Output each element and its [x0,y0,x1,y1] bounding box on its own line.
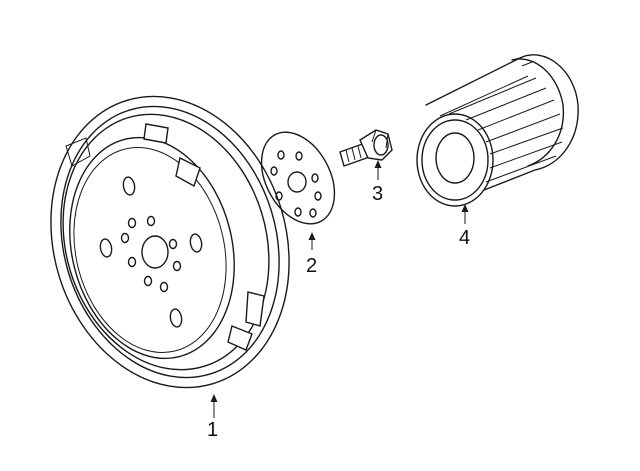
callout-2: 2 [306,255,318,277]
callout-3: 3 [372,183,384,205]
callout-1: 1 [207,419,219,441]
reinforcement-plate [260,131,336,225]
bolt [339,129,393,167]
filter [416,54,579,207]
callout-4: 4 [459,227,471,249]
flexplate [50,95,290,389]
leader-arrows [210,160,469,418]
